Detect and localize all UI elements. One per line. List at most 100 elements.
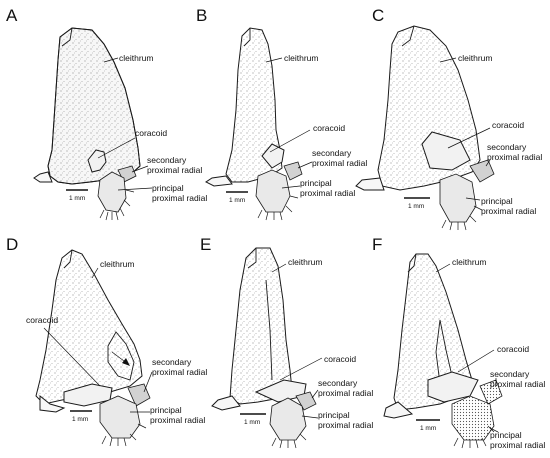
principal-proximal-radial [97,171,127,213]
coracoid-shape [421,131,471,171]
label-principal: principal [481,196,513,206]
radials [99,383,151,447]
scale-label: 1 mm [408,203,424,210]
label-cleithrum: cleithrum [288,257,322,267]
cleithrum-posterior-process [205,175,233,187]
label-proximal-radial: proximal radial [312,158,367,168]
label-cleithrum: cleithrum [119,53,153,63]
leader-line [485,159,491,167]
secondary-proximal-radial [469,159,495,183]
leader-line [447,127,491,149]
cleithrum-crest [401,25,415,47]
leader-line [91,267,99,279]
label-coracoid: coracoid [492,120,524,130]
label-principal: principal [150,405,182,415]
fin-rays [257,195,299,221]
panel-a: A cleithrum coracoid secondary proximal … [6,6,207,221]
label-proximal-radial: proximal radial [487,152,542,162]
label-secondary: secondary [312,148,352,158]
panel-letter: C [372,6,384,25]
leader-line [103,57,119,63]
label-coracoid: coracoid [26,315,58,325]
label-proximal-radial: proximal radial [300,188,355,198]
label-secondary: secondary [147,155,187,165]
leader-line [131,165,149,173]
fin-rays [99,189,135,221]
panel-c: C cleithrum coracoid secondary proximal … [355,6,542,231]
panel-letter: E [200,235,211,254]
leader-line [281,185,301,189]
radials [451,379,503,449]
leader-line [487,425,495,433]
radials [255,161,303,221]
principal-proximal-radial [451,395,495,441]
label-principal: principal [152,183,184,193]
principal-proximal-radial [255,169,291,213]
fin-rays [453,427,499,449]
fin-rays [101,423,147,447]
label-cleithrum: cleithrum [284,53,318,63]
fin-rays [441,205,483,231]
cleithrum-posterior-process [355,177,385,191]
panel-letter: D [6,235,18,254]
leader-line [301,415,319,419]
cleithrum-posterior-process [33,171,53,183]
label-coracoid: coracoid [135,128,167,138]
panel-e: E cleithrum coracoid secondary proximal … [200,235,373,449]
cleithrum-posterior-process [211,395,241,411]
coracoid-shape [87,149,107,173]
panel-f: F cleithrum coracoid secondary proximal … [372,235,545,450]
label-cleithrum: cleithrum [100,259,134,269]
leader-line [457,349,495,373]
label-coracoid: coracoid [313,123,345,133]
label-secondary: secondary [318,378,358,388]
cleithrum-shape [225,27,283,183]
label-principal: principal [490,430,522,440]
label-proximal-radial: proximal radial [152,367,207,377]
cleithrum-notch [107,331,135,381]
leader-line [465,197,481,201]
panel-letter: F [372,235,382,254]
label-secondary: secondary [487,142,527,152]
cleithrum-crest [243,28,251,47]
label-proximal-radial: proximal radial [490,440,545,450]
radials [97,165,137,221]
leader-line [439,57,457,63]
label-principal: principal [300,178,332,188]
scale-label: 1 mm [229,197,245,204]
panel-letter: B [196,6,207,25]
label-coracoid: coracoid [497,344,529,354]
coracoid-shape [261,143,285,169]
leader-line [117,187,153,191]
scale-label: 1 mm [69,195,85,202]
leader-line [311,389,319,399]
leader-line [43,327,101,387]
cleithrum-ridge [265,279,273,381]
cleithrum-shape [35,249,143,405]
secondary-proximal-radial [283,161,303,181]
panel-letter: A [6,6,18,25]
cleithrum-crest [63,249,73,269]
secondary-proximal-radial [479,379,503,405]
label-proximal-radial: proximal radial [150,415,205,425]
panel-d: D cleithrum coracoid secondary proximal … [6,235,207,447]
cleithrum-crest [407,253,417,273]
coracoid-shape [254,379,307,403]
leader-line [279,357,323,381]
radials [269,391,317,449]
label-proximal-radial: proximal radial [490,379,545,389]
cleithrum-crest [247,248,257,269]
label-proximal-radial: proximal radial [318,388,373,398]
panel-b: B cleithrum coracoid secondary proximal … [196,6,367,221]
label-secondary: secondary [152,357,192,367]
radials [439,159,495,231]
leader-line [265,57,283,63]
leader-line [271,263,287,273]
cleithrum-crest [61,27,73,47]
cleithrum-posterior-process [39,394,66,413]
label-proximal-radial: proximal radial [481,206,536,216]
leader-line [97,137,136,159]
fin-rays [271,433,307,449]
leader-line [297,161,313,169]
